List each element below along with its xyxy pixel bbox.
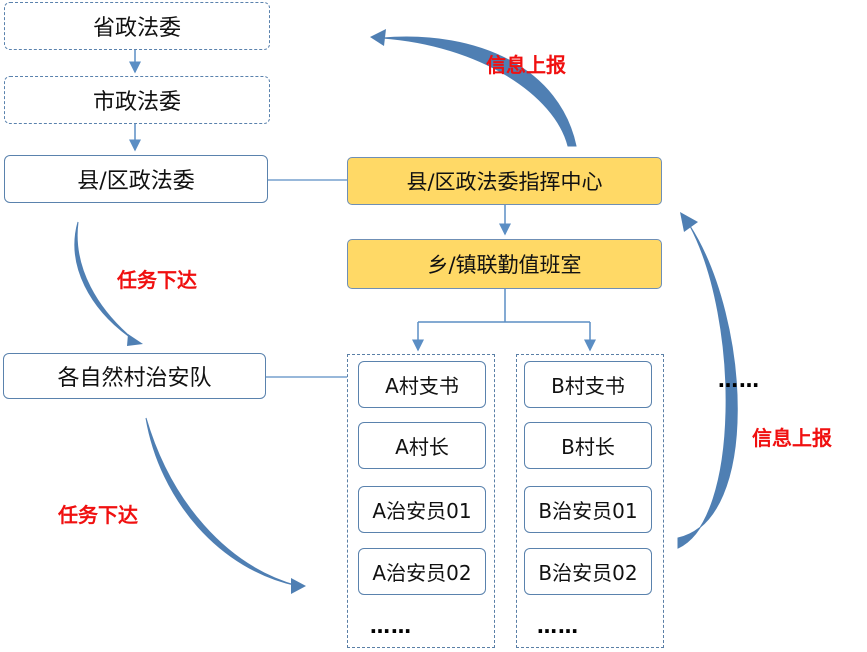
village-b-guard-01: B治安员01 [524,486,652,533]
village-b-guard-02-label: B治安员02 [538,561,638,585]
village-b-ellipsis: …… [537,614,579,638]
village-a-head-label: A村长 [395,435,449,459]
county-committee-box: 县/区政法委 [4,155,268,203]
village-a-ellipsis: …… [370,614,412,638]
village-a-guard-01-label: A治安员01 [372,499,472,523]
province-committee-label: 省政法委 [92,16,181,41]
village-b-head-label: B村长 [561,435,615,459]
village-b-guard-01-label: B治安员01 [538,499,638,523]
village-a-group [347,354,495,648]
village-b-secretary-label: B村支书 [551,374,625,398]
task-bottom-curve-arrow [145,417,299,587]
city-committee-label: 市政法委 [92,90,181,115]
more-villages-ellipsis: …… [718,368,760,392]
village-security-team-label: 各自然村治安队 [57,366,212,391]
task-bottom-label: 任务下达 [58,503,138,527]
village-a-head: A村长 [358,422,486,469]
province-committee-box: 省政法委 [4,2,270,50]
village-a-secretary-label: A村支书 [385,374,459,398]
town-duty-room-label: 乡/镇联勤值班室 [427,253,582,277]
village-b-head: B村长 [524,422,652,469]
village-b-secretary: B村支书 [524,361,652,408]
report-right-label: 信息上报 [752,426,832,450]
village-a-secretary: A村支书 [358,361,486,408]
town-duty-room-box: 乡/镇联勤值班室 [347,239,662,289]
village-b-group [516,354,664,648]
city-committee-box: 市政法委 [4,76,270,124]
village-a-guard-02-label: A治安员02 [372,561,472,585]
county-command-center-box: 县/区政法委指挥中心 [347,157,662,205]
village-a-guard-02: A治安员02 [358,548,486,595]
report-top-label: 信息上报 [486,53,566,77]
village-b-guard-02: B治安员02 [524,548,652,595]
county-command-center-label: 县/区政法委指挥中心 [406,170,603,194]
village-a-guard-01: A治安员01 [358,486,486,533]
county-committee-label: 县/区政法委 [77,169,195,194]
task-mid-label: 任务下达 [117,268,197,292]
village-security-team-box: 各自然村治安队 [3,353,266,399]
